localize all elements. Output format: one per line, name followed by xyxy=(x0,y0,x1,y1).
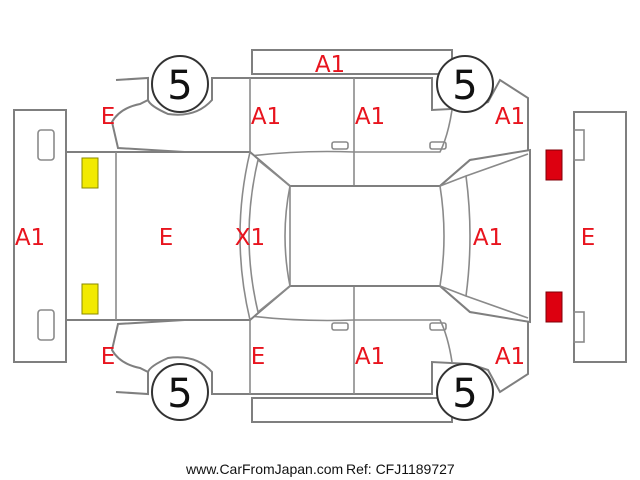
headlight-right xyxy=(81,283,99,315)
tire-front-right: 5 xyxy=(151,363,209,421)
svg-text:5: 5 xyxy=(452,63,477,109)
top-view-body xyxy=(65,148,531,324)
tire-rear-left: 5 xyxy=(436,55,494,113)
right-side-profile xyxy=(110,285,529,396)
grade-hood: E xyxy=(159,225,174,251)
tire-rear-right: 5 xyxy=(436,363,494,421)
grade-front-left-fender: E xyxy=(101,104,116,130)
bottom-rocker-panel xyxy=(251,397,453,423)
front-bumper xyxy=(13,109,67,363)
taillight-left xyxy=(545,149,563,181)
grade-windshield: X1 xyxy=(235,225,265,251)
taillight-right xyxy=(545,291,563,323)
svg-text:5: 5 xyxy=(167,371,192,417)
grade-front-bumper: A1 xyxy=(15,225,45,251)
grade-top-rocker: A1 xyxy=(315,52,345,78)
footer-site: www.CarFromJapan.com xyxy=(185,461,343,477)
svg-text:5: 5 xyxy=(452,371,477,417)
headlight-left xyxy=(81,157,99,189)
grade-front-right-fender: E xyxy=(101,344,116,370)
grade-trunk-lid: A1 xyxy=(473,225,503,251)
grade-rear-right-door: A1 xyxy=(355,344,385,370)
grade-rear-left-door: A1 xyxy=(355,104,385,130)
grade-rear-right-quarter: A1 xyxy=(495,344,525,370)
grade-rear-bumper: E xyxy=(581,225,596,251)
grade-rear-left-quarter: A1 xyxy=(495,104,525,130)
grade-front-left-door: A1 xyxy=(251,104,281,130)
top-rocker-panel xyxy=(251,49,453,75)
rear-bumper xyxy=(573,111,627,363)
footer-ref: Ref: CFJ1189727 xyxy=(346,461,455,477)
grade-front-right-door: E xyxy=(251,344,266,370)
tire-front-left: 5 xyxy=(151,55,209,113)
svg-text:5: 5 xyxy=(167,63,192,109)
